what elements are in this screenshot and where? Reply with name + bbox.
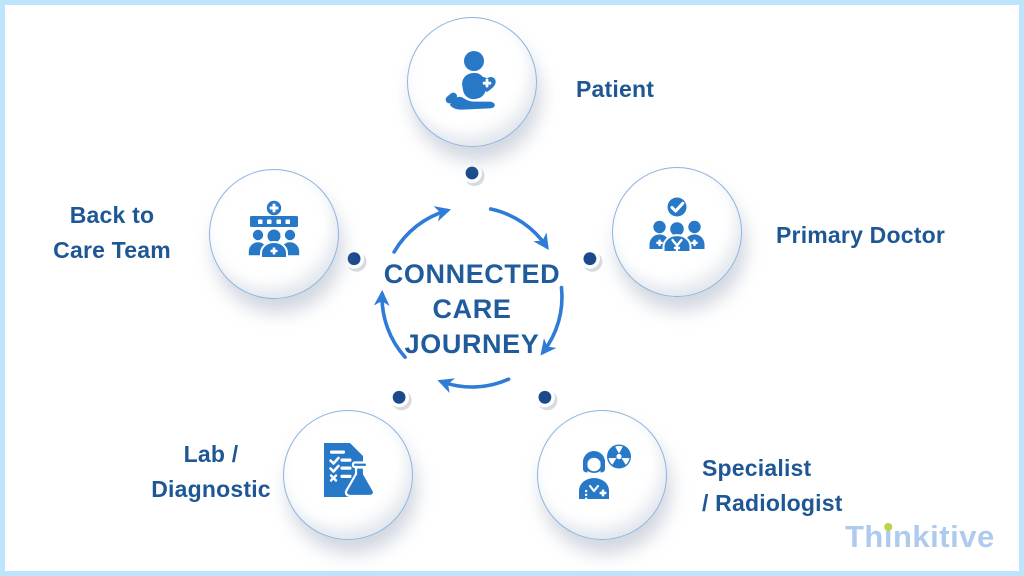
logo-green-dot-icon	[884, 523, 893, 531]
label-patient: Patient	[576, 76, 655, 102]
connector-dot-right	[579, 248, 603, 272]
care-team-hospital-icon	[247, 200, 301, 259]
ring-arc-bottom-left	[373, 289, 407, 359]
ring-arc-top-right	[488, 207, 549, 250]
patient-hand-heart-icon	[445, 51, 496, 110]
label-lab-line1: Lab /	[183, 441, 239, 467]
center-title: CONNECTED CARE JOURNEY	[322, 257, 622, 362]
connector-dot-bottom-right	[534, 387, 558, 411]
doctor-team-check-icon	[649, 197, 705, 253]
logo-i-with-green-dot: ı	[884, 519, 893, 555]
connector-dot-top	[462, 163, 485, 186]
center-title-line1: CONNECTED	[383, 259, 561, 289]
connector-dot-left	[344, 248, 367, 272]
ring-arc-right-bottom	[540, 285, 564, 356]
node-patient-circle	[407, 17, 537, 147]
logo-text-part3: nkitive	[893, 519, 995, 554]
cycle-ring	[344, 163, 603, 411]
node-primary-doctor-circle	[612, 167, 742, 297]
label-primary-doctor: Primary Doctor	[776, 222, 945, 248]
ring-arc-bottom	[437, 377, 511, 394]
node-care-team-circle	[209, 169, 339, 299]
center-title-line3: JOURNEY	[404, 329, 540, 359]
logo-text-part1: Th	[845, 519, 884, 554]
label-lab: Lab / Diagnostic	[140, 437, 282, 507]
connector-dots	[344, 163, 603, 411]
label-specialist: Specialist / Radiologist	[702, 451, 843, 521]
label-specialist-line2: / Radiologist	[702, 490, 843, 516]
center-title-line2: CARE	[432, 294, 512, 324]
lab-checklist-flask-icon	[324, 443, 376, 498]
label-care-team-line1: Back to	[69, 202, 155, 228]
radiologist-radiation-icon	[579, 444, 631, 500]
ring-arc-left-top	[392, 206, 452, 254]
connector-dot-bottom-left	[389, 387, 412, 411]
logo-text-part2: ı	[883, 519, 893, 554]
ring-arrow-segments	[373, 206, 564, 394]
node-specialist-circle	[537, 410, 667, 540]
label-care-team-line2: Care Team	[53, 237, 171, 263]
label-care-team: Back to Care Team	[41, 198, 183, 268]
label-specialist-line1: Specialist	[702, 455, 812, 481]
node-lab-circle	[283, 410, 413, 540]
label-lab-line2: Diagnostic	[151, 476, 271, 502]
